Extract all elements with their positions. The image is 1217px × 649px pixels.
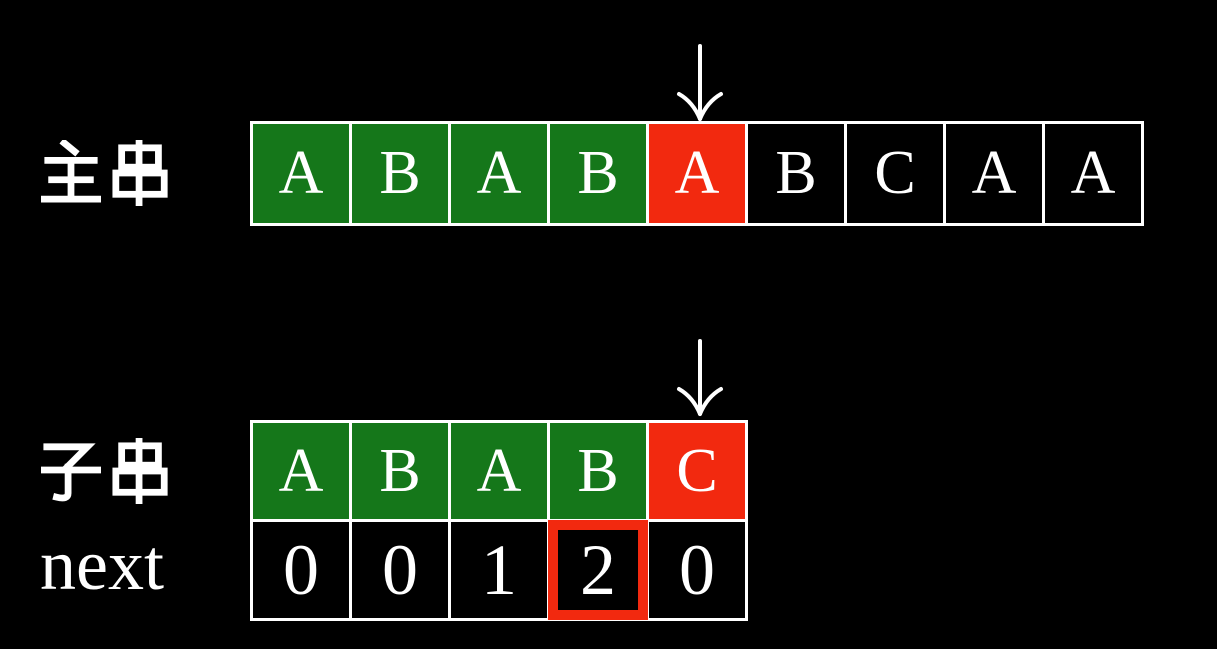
main-pointer-down-arrow-icon [677,44,723,121]
next-array-label: next [40,525,164,605]
hanzi-zhu-icon [41,140,101,203]
main-cell-3: B [547,121,649,226]
sub-cell-4: C [646,420,748,522]
sub-cell-1: B [349,420,451,522]
main-cell-8: A [1042,121,1144,226]
main-cell-4: A [646,121,748,226]
sub-cell-2: A [448,420,550,522]
main-cell-1: B [349,121,451,226]
main-cell-0: A [250,121,352,226]
hanzi-chuan-icon [112,140,168,206]
hanzi-chuan-icon [112,438,168,504]
main-cell-2: A [448,121,550,226]
next-cell-2: 1 [448,519,550,621]
main-cell-6: C [844,121,946,226]
sub-cell-3: B [547,420,649,522]
hanzi-zi-icon [41,443,101,502]
sub-string-label [41,438,171,504]
main-cell-7: A [943,121,1045,226]
sub-string-row: A B A B C [250,420,748,522]
next-cell-1: 0 [349,519,451,621]
main-string-label [41,140,171,206]
next-cell-0: 0 [250,519,352,621]
next-array-row: 0 0 1 2 0 [250,519,748,621]
main-cell-5: B [745,121,847,226]
next-highlight-frame [548,520,648,620]
substring-block: A B A B C 0 0 1 2 0 [250,420,748,621]
main-string-row: A B A B A B C A A [250,121,1144,226]
next-cell-3: 2 [547,519,649,621]
sub-pointer-down-arrow-icon [677,339,723,416]
next-cell-4: 0 [646,519,748,621]
sub-cell-0: A [250,420,352,522]
